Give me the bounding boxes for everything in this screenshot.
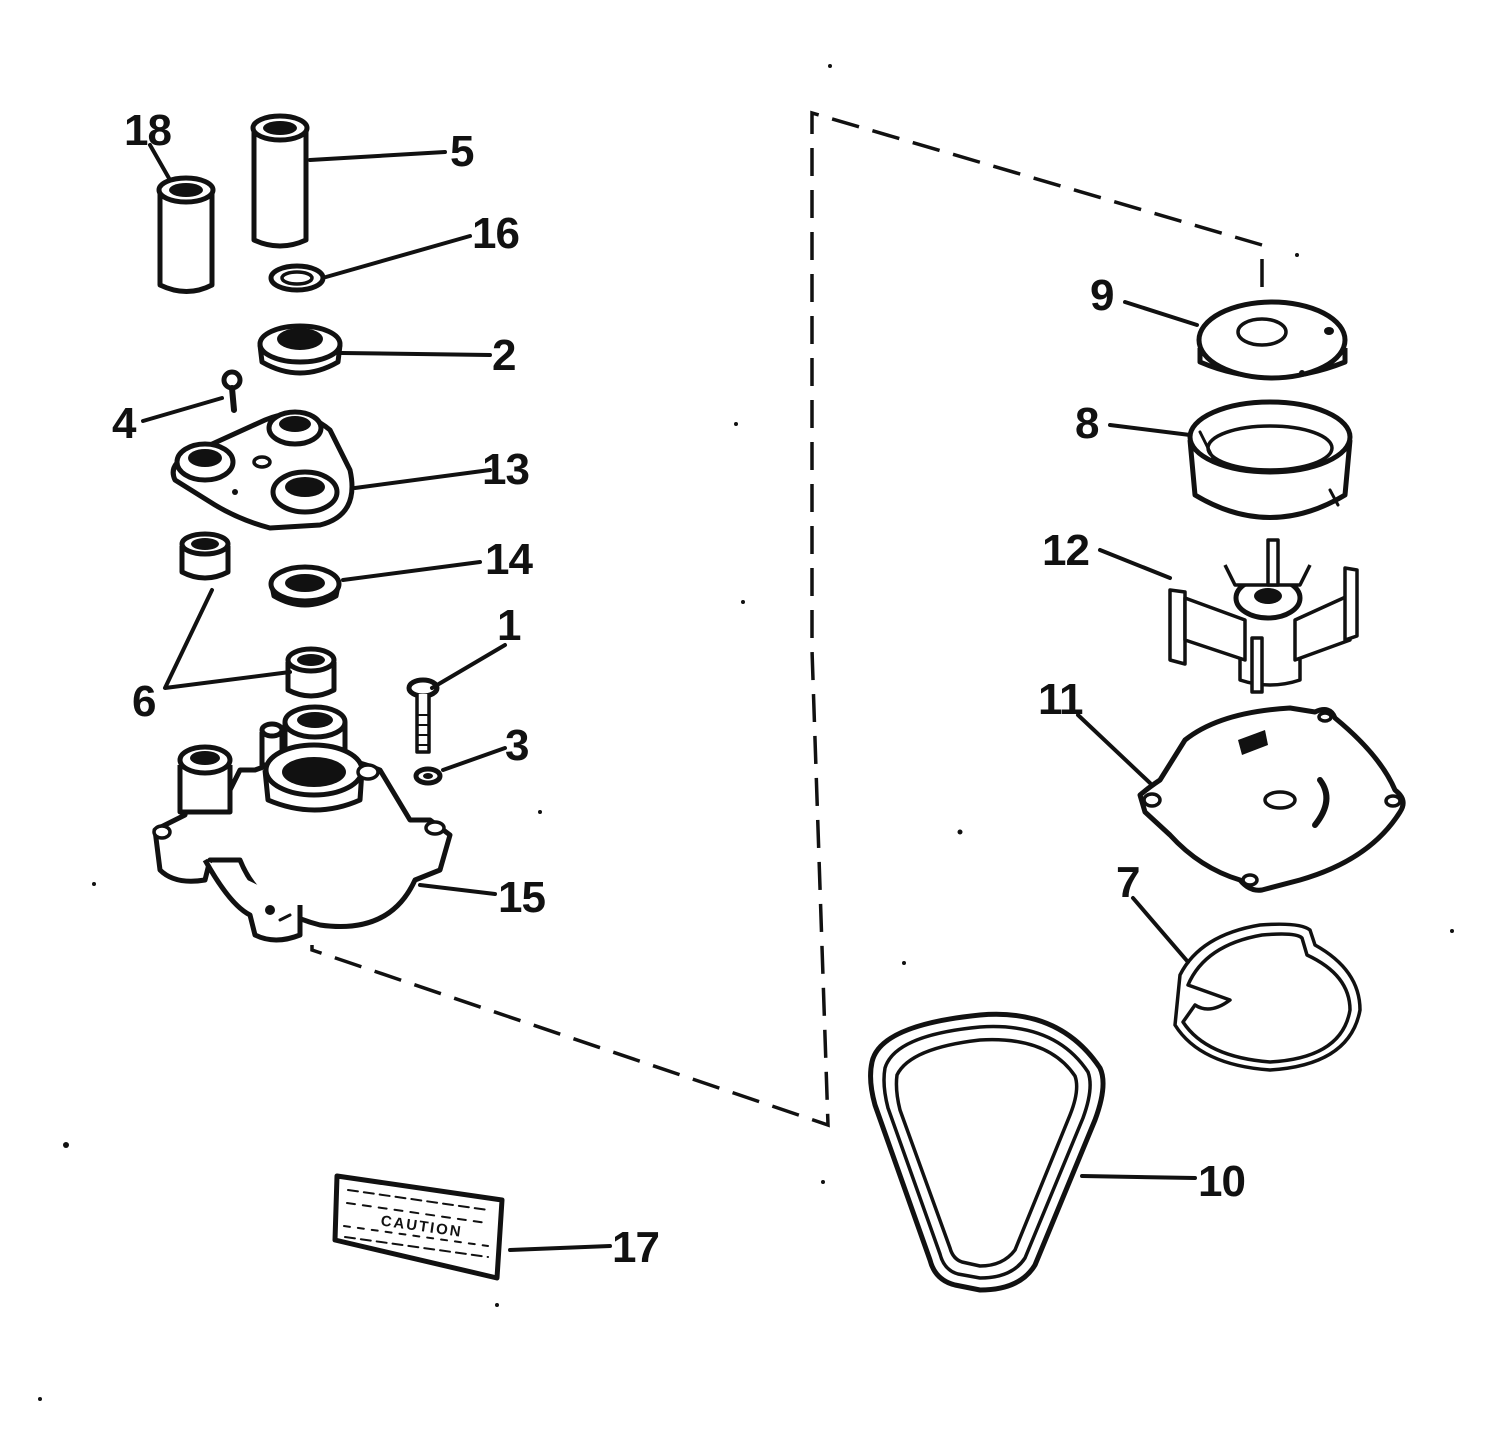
leader-5 (308, 150, 447, 162)
callout-3: 3 (505, 721, 528, 770)
leader-lines (141, 143, 1199, 1252)
part-2-grommet (257, 323, 343, 376)
callout-8: 8 (1075, 399, 1099, 448)
part-3-washer (413, 766, 443, 786)
part-9-plate (1196, 299, 1348, 381)
part-5-tube (250, 113, 310, 249)
leader-8 (1108, 423, 1192, 437)
callout-12: 12 (1042, 526, 1089, 575)
leader-11 (1076, 713, 1152, 785)
part-18-sleeve (156, 175, 216, 294)
callout-9: 9 (1090, 271, 1113, 320)
print-specks (38, 64, 1454, 1401)
part-1-bolt (406, 677, 440, 754)
part-11-plate (1137, 705, 1406, 893)
leader-9 (1123, 300, 1199, 327)
leader-6 (163, 588, 292, 690)
callout-15: 15 (498, 873, 545, 922)
leader-7 (1131, 896, 1190, 964)
leader-14 (341, 560, 482, 582)
callout-7: 7 (1116, 858, 1139, 907)
part-13-plate (170, 409, 355, 531)
callout-6: 6 (132, 677, 155, 726)
leader-15 (418, 883, 497, 896)
callout-1: 1 (497, 601, 521, 650)
part-16-o-ring (268, 263, 326, 293)
callout-4: 4 (112, 399, 137, 448)
leader-12 (1098, 548, 1172, 580)
callout-10: 10 (1198, 1157, 1245, 1206)
part-6-bushing-lower (285, 646, 337, 699)
callout-labels: 18 5 16 2 4 13 14 1 6 3 15 17 9 8 12 11 … (112, 106, 1246, 1272)
part-17-caution-plaque: CAUTION (332, 1173, 505, 1281)
leader-17 (508, 1244, 612, 1252)
leader-18 (148, 143, 172, 182)
leader-1 (430, 643, 507, 690)
callout-5: 5 (450, 127, 474, 176)
leader-4 (141, 396, 224, 423)
callout-11: 11 (1038, 675, 1083, 724)
part-15-pump-housing (152, 704, 453, 943)
leader-16 (324, 234, 472, 279)
callout-17: 17 (612, 1223, 659, 1272)
callout-18: 18 (124, 106, 171, 155)
callout-16: 16 (472, 209, 519, 258)
callout-13: 13 (482, 445, 529, 494)
leader-10 (1080, 1174, 1197, 1180)
callout-14: 14 (485, 535, 533, 584)
exploded-view-dashed-outline (310, 110, 1264, 1128)
callout-2: 2 (492, 331, 515, 380)
part-4-screw (221, 369, 243, 413)
leader-3 (441, 746, 507, 772)
part-12-impeller (1168, 538, 1359, 694)
part-10-seal (868, 1011, 1106, 1293)
part-7-gasket (1173, 922, 1362, 1072)
leader-2 (340, 351, 492, 357)
part-14-seal (268, 564, 342, 608)
part-6-bushing-upper (179, 531, 231, 581)
part-8-liner (1187, 399, 1353, 520)
leader-13 (353, 468, 492, 490)
